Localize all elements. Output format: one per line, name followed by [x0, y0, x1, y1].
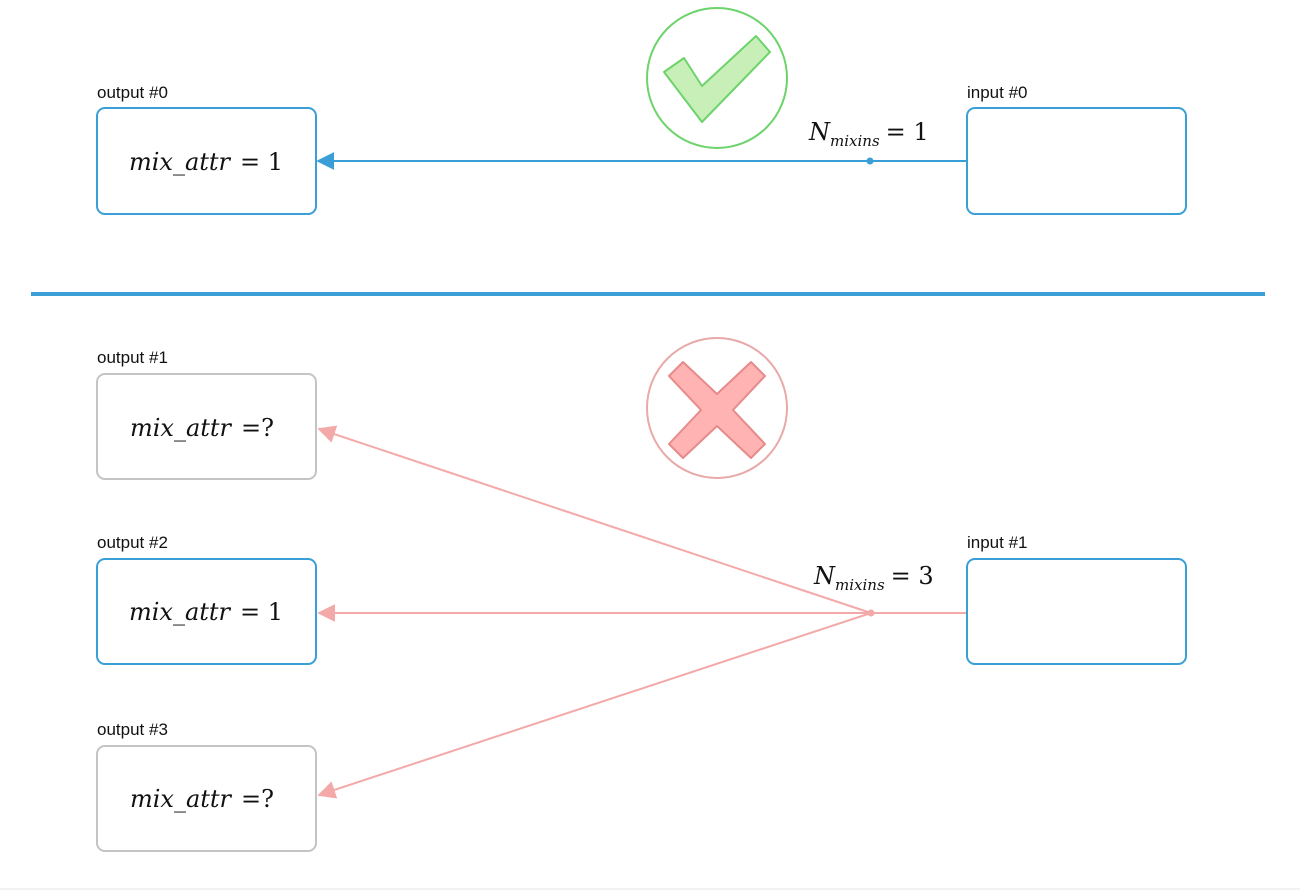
edge-input1-output3	[317, 612, 872, 799]
edge-junction-top	[866, 157, 874, 165]
edge-label-top: Nmixins= 1	[808, 118, 929, 150]
output-label-3: output #3	[97, 720, 168, 739]
edge-junction-bottom	[867, 609, 875, 617]
output-expr-2: mix_attr = 1	[129, 598, 283, 626]
bottom-section: output #1 mix_attr =? output #2 mix_attr…	[96, 337, 1187, 852]
cross-icon	[646, 337, 788, 479]
input-node-0[interactable]	[966, 107, 1187, 215]
edge-input1-output1	[317, 425, 872, 614]
output-expr-3: mix_attr =?	[130, 785, 274, 813]
output-node-3[interactable]	[96, 745, 317, 852]
input-node-1[interactable]	[966, 558, 1187, 665]
output-node-0[interactable]	[96, 107, 317, 215]
output-label-1: output #1	[97, 348, 168, 367]
output-node-2[interactable]	[96, 558, 317, 665]
input-label-0: input #0	[967, 83, 1028, 102]
output-label-0: output #0	[97, 83, 168, 102]
top-section: output #0 mix_attr = 1 input #0 Nmixins=…	[96, 7, 1187, 215]
edge-label-bottom: Nmixins= 3	[813, 562, 934, 594]
input-label-1: input #1	[967, 533, 1028, 552]
output-expr-1: mix_attr =?	[130, 414, 274, 442]
output-expr-var-0: mix_attr	[129, 148, 232, 176]
output-expr-eq-0: = 1	[240, 148, 283, 176]
output-node-1[interactable]	[96, 373, 317, 480]
output-label-2: output #2	[97, 533, 168, 552]
check-icon	[646, 7, 788, 149]
output-expr-0: mix_attr = 1	[129, 148, 283, 176]
